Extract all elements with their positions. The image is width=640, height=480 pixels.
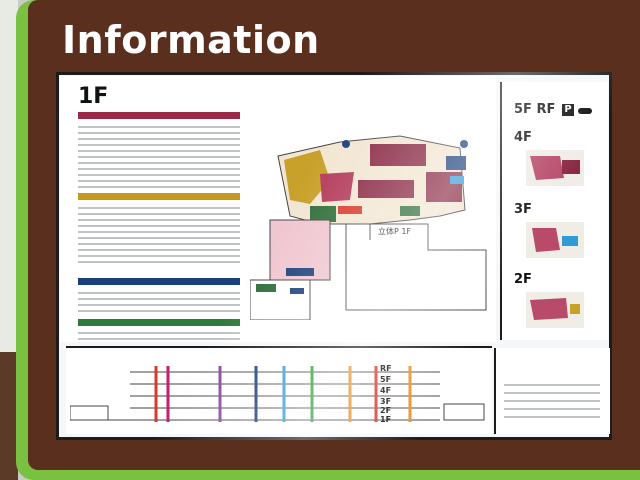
section-diagram-lines <box>70 366 485 422</box>
mini-map-4f <box>526 150 584 186</box>
parking-structure <box>345 223 487 311</box>
map-outline <box>277 135 468 225</box>
wall-lower <box>0 352 18 480</box>
floor-label-1f: 1F <box>78 84 109 109</box>
route-floor-1f: 1F <box>380 415 392 424</box>
sub-building <box>250 219 331 320</box>
route-floor-2f: 2F <box>380 406 392 415</box>
legend-service <box>78 328 240 344</box>
legend-restaurant <box>78 203 240 267</box>
legend-fashion <box>78 122 240 192</box>
category-bar-restaurant <box>78 193 240 200</box>
opening-hours-lines <box>504 378 600 424</box>
floor-label-4f: 4F <box>514 130 532 145</box>
mini-map-3f <box>526 222 584 258</box>
car-icon <box>578 108 592 114</box>
sign-title: Information <box>62 18 320 62</box>
route-floor-4f: 4F <box>380 386 392 395</box>
parking-icon: P <box>562 104 574 116</box>
legend-life <box>78 288 240 316</box>
route-floor-rf: RF <box>380 364 392 373</box>
category-bar-life <box>78 278 240 285</box>
section-diagram <box>66 346 492 434</box>
mini-map-2f <box>526 292 584 328</box>
category-bar-service <box>78 319 240 326</box>
floor-label-3f: 3F <box>514 202 532 217</box>
floor-label-5f-rf: 5F RF <box>514 102 556 117</box>
route-floor-3f: 3F <box>380 397 392 406</box>
floor-label-2f: 2F <box>514 272 532 287</box>
parking-label: 立体P 1F <box>378 227 412 236</box>
route-floor-5f: 5F <box>380 375 392 384</box>
opening-hours-box <box>494 348 610 434</box>
category-bar-fashion <box>78 112 240 119</box>
floor-map-1f <box>250 135 487 320</box>
